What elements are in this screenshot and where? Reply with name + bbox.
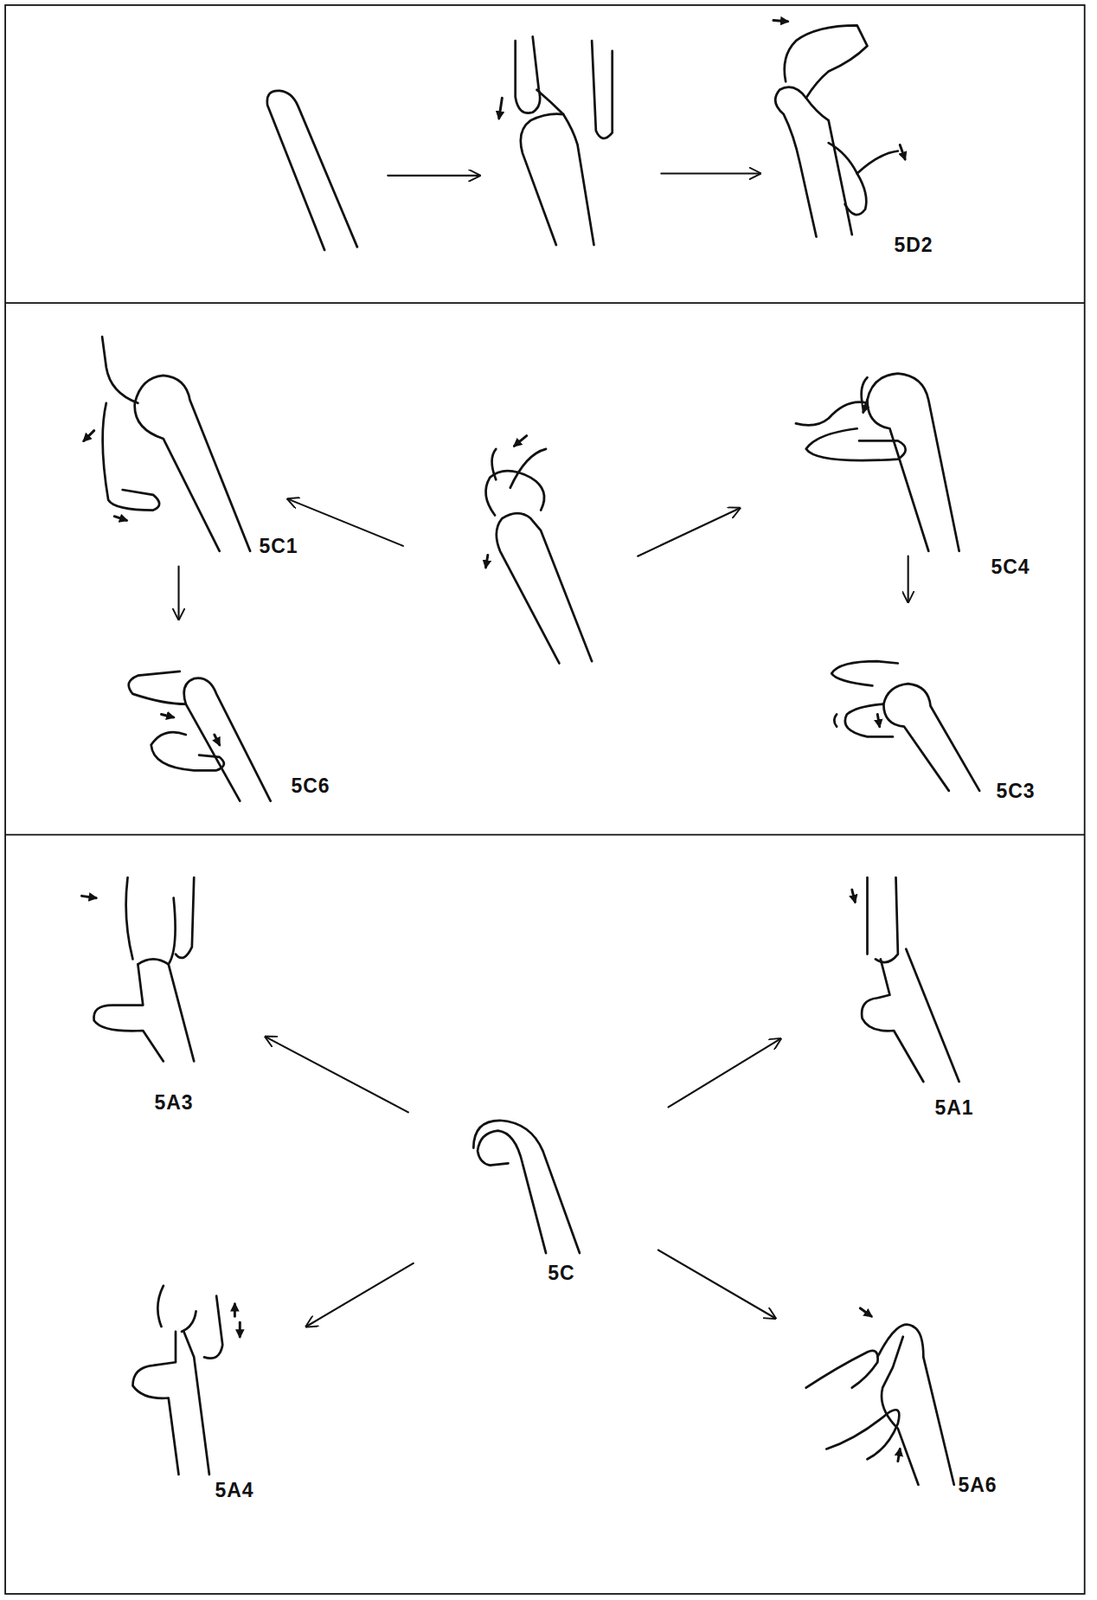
flow-arrows [179, 173, 909, 1327]
figure-label: 5A6 [957, 1475, 997, 1495]
figure-label: 5C [547, 1263, 575, 1284]
panel-frames [5, 5, 1085, 1594]
figure-label: 5C4 [990, 557, 1030, 578]
figure-label: 5D2 [893, 235, 933, 256]
force-arrows [82, 20, 906, 1462]
tubes-and-fingers [93, 25, 980, 1484]
figure-label: 5C6 [290, 776, 330, 796]
figure-label: 5A4 [214, 1480, 254, 1501]
figure-label: 5A1 [934, 1097, 974, 1118]
figure-label: 5A3 [153, 1092, 193, 1113]
figure-label: 5C1 [258, 536, 298, 557]
figure-label: 5C3 [995, 781, 1035, 802]
